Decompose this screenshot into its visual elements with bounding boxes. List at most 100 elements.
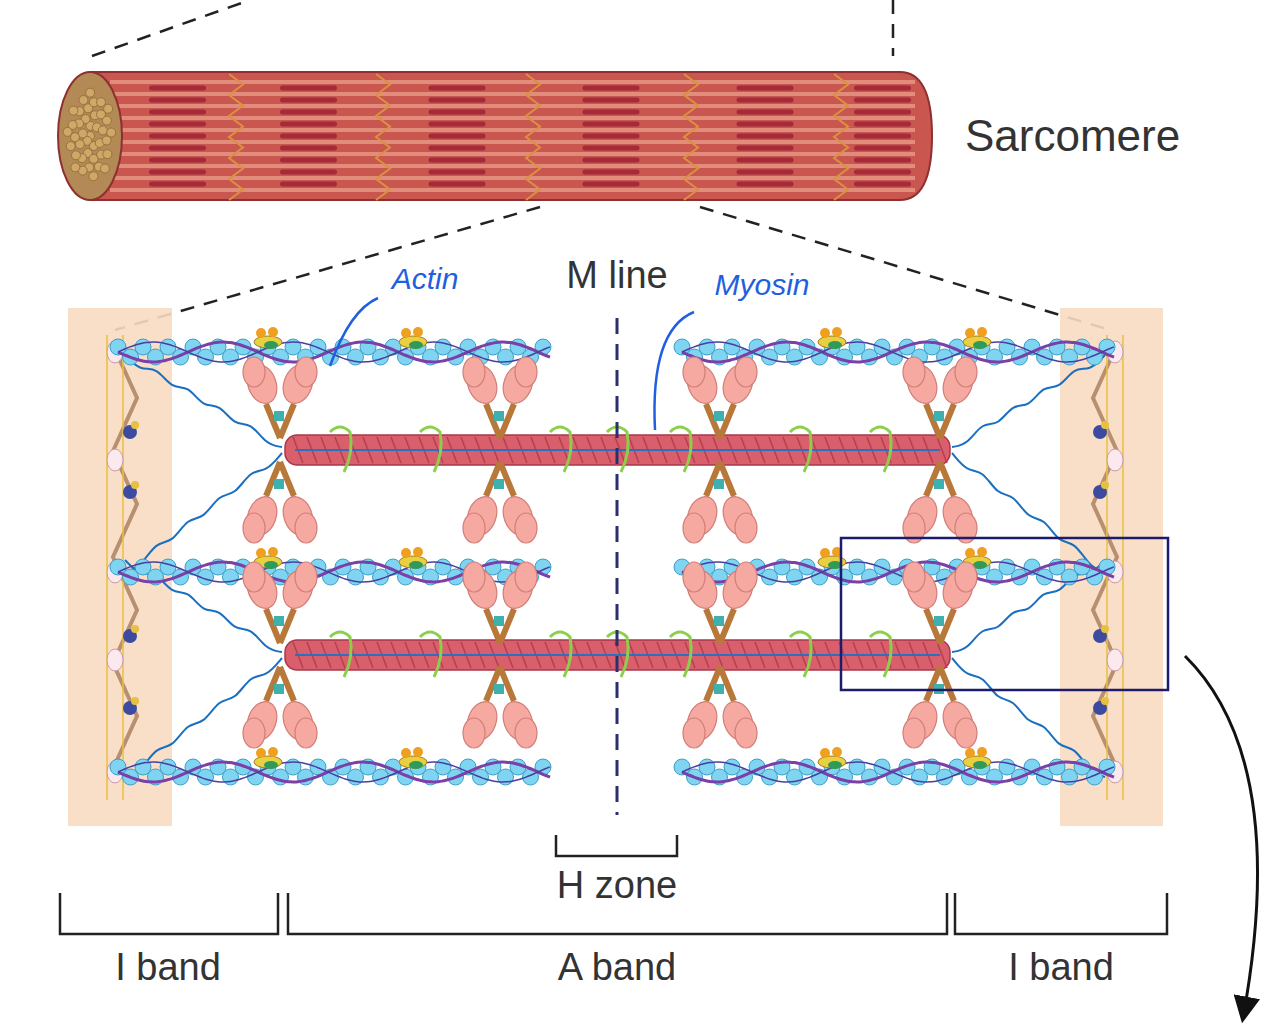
myofibril-section <box>79 96 88 105</box>
troponin <box>828 761 842 769</box>
thick-band <box>739 134 791 139</box>
m-line <box>616 318 619 815</box>
band-label: A band <box>558 946 676 990</box>
myofibril-section <box>104 104 113 113</box>
thick-band <box>152 158 204 163</box>
z-line <box>684 74 698 200</box>
troponin <box>399 556 427 568</box>
tropomyosin <box>118 342 550 362</box>
thick-band <box>283 134 335 139</box>
tropomyosin <box>118 762 550 782</box>
troponin <box>977 547 987 557</box>
light-chain <box>494 616 504 626</box>
z-disc-protein <box>131 481 139 489</box>
z-disc-protein <box>107 449 123 471</box>
z-disc <box>68 308 172 826</box>
myofibril-section <box>98 126 107 135</box>
titin <box>952 658 1105 777</box>
troponin <box>820 748 830 758</box>
myosin-head <box>735 718 757 748</box>
troponin <box>399 336 427 348</box>
troponin <box>977 747 987 757</box>
light-chain <box>494 684 504 694</box>
troponin <box>409 561 423 569</box>
myofibril-section <box>66 142 75 151</box>
thick-band <box>283 122 335 127</box>
band-label: I band <box>115 946 221 990</box>
myofibril-stripe <box>110 104 915 108</box>
thick-band <box>857 146 909 151</box>
zoom-lines <box>92 0 1110 330</box>
troponin <box>254 756 282 768</box>
thick-band <box>283 98 335 103</box>
structure-label: M line <box>566 254 667 298</box>
tropomyosin <box>118 762 550 782</box>
myosin-binding-protein <box>870 427 891 472</box>
title-label: Sarcomere <box>965 111 1180 162</box>
myosin-head <box>295 562 317 592</box>
z-line <box>834 74 848 200</box>
myosin-head <box>515 357 537 387</box>
thick-band <box>431 86 483 91</box>
myosin-head <box>295 718 317 748</box>
myosin-neck <box>706 667 734 701</box>
troponin <box>264 761 278 769</box>
light-chain <box>714 616 724 626</box>
leader-line <box>654 312 694 430</box>
thick-band <box>431 122 483 127</box>
troponin <box>973 341 987 349</box>
myosin-neck <box>266 609 294 643</box>
thick-band <box>739 170 791 175</box>
titin <box>125 453 282 572</box>
z-disc-linker <box>113 345 137 769</box>
troponin <box>965 748 975 758</box>
thick-band <box>585 158 637 163</box>
z-line <box>376 74 390 200</box>
thick-band <box>431 170 483 175</box>
troponin <box>268 327 278 337</box>
myofibril-section <box>100 164 109 173</box>
light-chain <box>274 411 284 421</box>
z-disc-protein <box>131 697 139 705</box>
troponin <box>963 756 991 768</box>
band-label: I band <box>1008 946 1114 990</box>
myosin-head <box>243 562 265 592</box>
highlight-box <box>841 538 1168 690</box>
light-chain <box>274 684 284 694</box>
troponin <box>977 327 987 337</box>
troponin <box>399 756 427 768</box>
troponin <box>268 747 278 757</box>
z-line <box>526 74 540 200</box>
zoom-line <box>115 207 540 330</box>
myosin-head <box>903 357 925 387</box>
myosin-head <box>515 513 537 543</box>
thick-band <box>431 110 483 115</box>
myosin-binding-protein <box>870 632 891 677</box>
light-chain <box>934 411 944 421</box>
tropomyosin <box>682 762 1114 782</box>
thick-band <box>283 86 335 91</box>
zoom-line <box>92 0 250 56</box>
thick-band <box>431 98 483 103</box>
myosin-head <box>463 357 485 387</box>
myofibril-stripe <box>110 140 915 144</box>
z-disc-linker <box>1093 345 1117 769</box>
thick-band <box>857 122 909 127</box>
thick-band <box>283 182 335 187</box>
myofibril-stripe <box>110 128 915 132</box>
troponin <box>832 747 842 757</box>
troponin <box>965 328 975 338</box>
i-band-bracket <box>955 893 1167 934</box>
myosin-head <box>683 513 705 543</box>
troponin <box>413 327 423 337</box>
myosin-core <box>295 654 940 656</box>
myofibril-section <box>71 163 80 172</box>
thick-band <box>283 110 335 115</box>
troponin <box>401 548 411 558</box>
thick-band <box>857 98 909 103</box>
troponin <box>413 747 423 757</box>
myosin-neck <box>266 462 294 496</box>
zoom-line <box>700 207 1110 330</box>
myosin-neck <box>926 667 954 701</box>
sarcomere-detail <box>68 308 1163 826</box>
